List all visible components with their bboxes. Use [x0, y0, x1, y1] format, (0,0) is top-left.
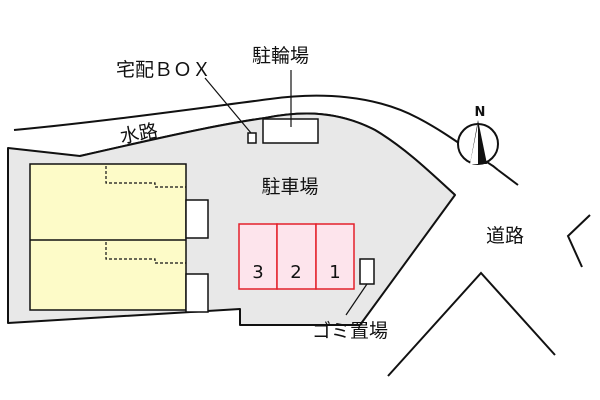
waterway-line-upper	[13, 94, 499, 171]
parking-space-3-label: 3	[252, 262, 263, 283]
parking-space-3	[238, 223, 278, 290]
road-edge-left	[387, 271, 556, 377]
building-notch-lower	[185, 273, 209, 313]
dashed-outline-upper	[105, 166, 186, 188]
garbage-area-leader	[345, 283, 368, 316]
building-notch-upper	[185, 199, 209, 239]
road-edge-right	[566, 214, 591, 268]
bicycle-parking-label: 駐輪場	[252, 45, 309, 67]
delivery-box-leader	[204, 77, 252, 134]
parking-lot-label: 駐車場	[261, 176, 318, 198]
garbage-area-label: ゴミ置場	[312, 320, 388, 342]
garbage-area	[359, 258, 375, 285]
parking-space-1-label: 1	[329, 262, 340, 283]
north-label: N	[475, 105, 486, 120]
north-arrow-icon	[457, 120, 499, 165]
parking-space-2-label: 2	[290, 262, 301, 283]
road-label: 道路	[486, 225, 524, 247]
delivery-box-label: 宅配ＢＯＸ	[116, 59, 211, 81]
parking-space-2	[276, 223, 317, 290]
parking-space-1	[315, 223, 355, 290]
parking-spaces	[238, 223, 355, 290]
building	[29, 163, 187, 311]
waterway-end-marker	[497, 169, 519, 186]
dashed-outline-lower	[105, 242, 186, 264]
delivery-box	[247, 132, 257, 144]
